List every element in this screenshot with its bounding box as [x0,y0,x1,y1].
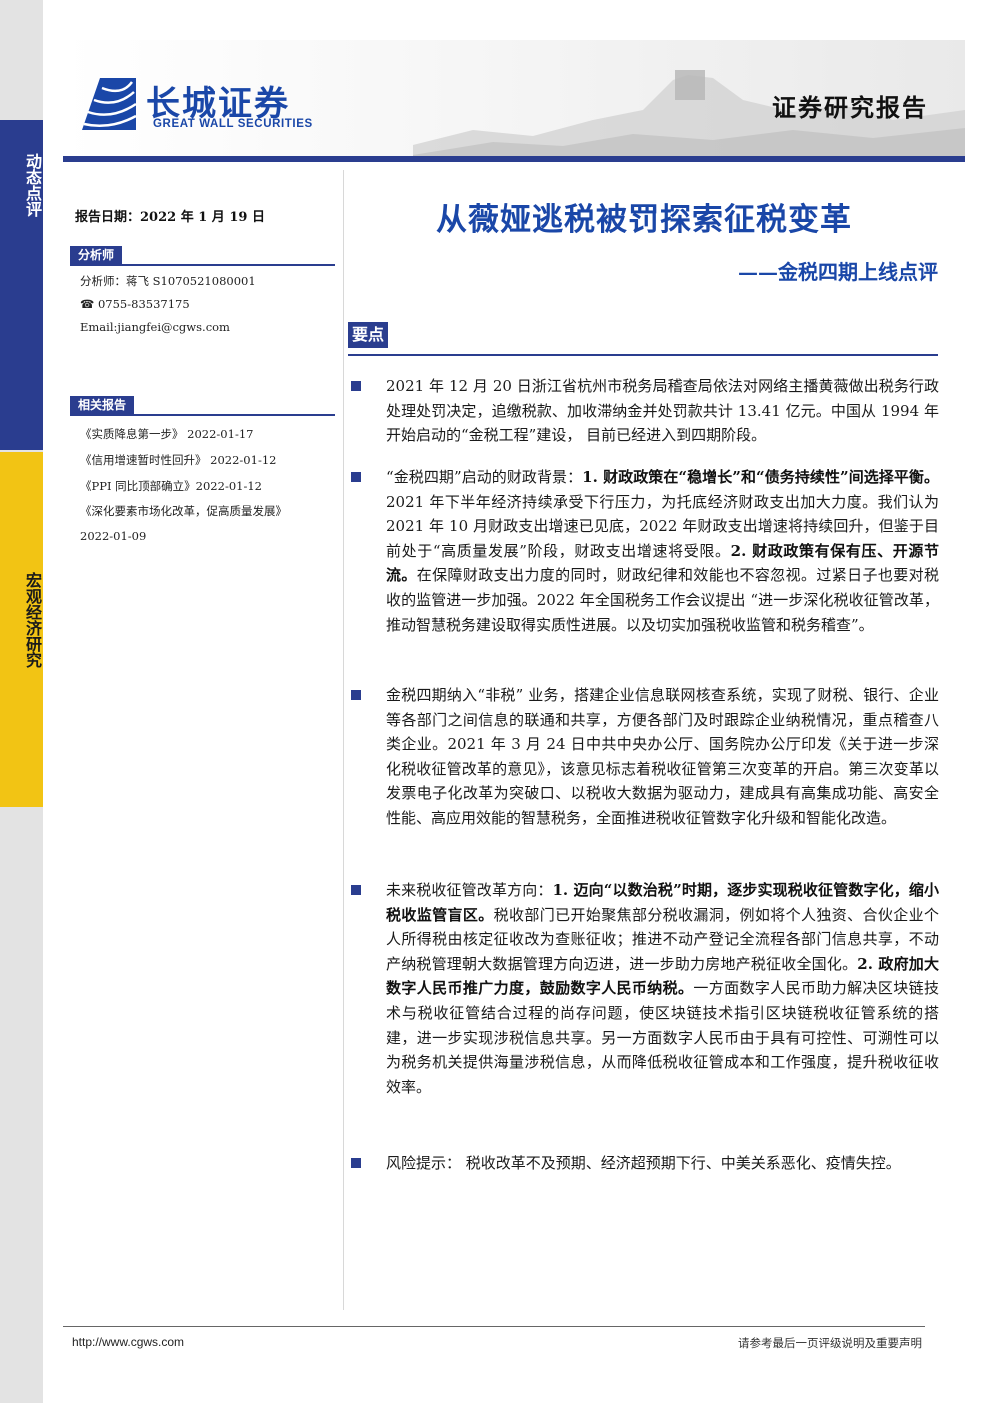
related-reports-label: 相关报告 [70,396,135,414]
report-date: 报告日期：2022 年 1 月 19 日 [75,210,265,225]
footer-disclaimer: 请参考最后一页评级说明及重要声明 [738,1336,922,1350]
keypoints-rule [348,354,938,356]
keypoint-text: “金税四期”启动的财政背景：1. 财政政策在“稳增长”和“债务持续性”间选择平衡… [386,465,939,637]
analyst-email[interactable]: Email:jiangfei@cgws.com [80,320,230,334]
bullet-square-icon [351,885,361,895]
analyst-section-label: 分析师 [70,246,123,264]
great-wall-illustration [413,70,965,160]
keypoint-bold-text: 1. 财政政策在“稳增长”和“债务持续性”间选择平衡。 [582,468,939,486]
bullet-square-icon [351,381,361,391]
report-type-label: 证券研究报告 [772,93,928,122]
great-wall-logo-icon [82,78,137,130]
header-divider-bar [63,156,965,162]
logo-chinese-name: 长城证券 [146,84,290,124]
analyst-name: 分析师：蒋飞 S1070521080001 [80,274,256,288]
keypoints-label: 要点 [348,322,389,348]
side-category-dynamic-review: 动态点评 [23,153,42,217]
logo-english-name: GREAT WALL SECURITIES [153,118,313,130]
keypoints-header: 要点 [348,322,938,356]
keypoint-bold-text: 2. 政府加大数字人民币推广力度，鼓励数字人民币纳税。 [386,954,939,998]
keypoint-text: 2021 年 12 月 20 日浙江省杭州市税务局稽查局依法对网络主播黄薇做出税… [386,377,939,445]
risk-warning-text: 风险提示： 税收改革不及预期、经济超预期下行、中美关系恶化、疫情失控。 [386,1154,901,1172]
column-divider [343,170,344,1310]
related-report-item[interactable]: 《信用增速暂时性回升》 2022-01-12 [80,453,277,467]
keypoint-text-lead: 未来税收征管改革方向： [386,881,553,899]
bullet-square-icon [351,690,361,700]
side-category-band-top [0,120,43,450]
analyst-phone: ☎ 0755-83537175 [80,297,190,311]
side-category-band-mid [0,452,43,807]
bullet-square-icon [351,472,361,482]
header-banner [63,40,965,162]
side-category-macro-research: 宏观经济研究 [23,572,42,668]
keypoint-bold-text: 1. 迈向“以数治税”时期，逐步实现税收征管数字化，缩小税收监管盲区。 [386,881,939,924]
keypoint-text-lead: “金税四期”启动的财政背景： [386,468,583,486]
keypoint-text-body: 税收部门已开始聚焦部分税收漏洞，例如将个人独资、合伙企业个人所得税由核定征收改为… [386,905,939,973]
keypoint-text: 未来税收征管改革方向：1. 迈向“以数治税”时期，逐步实现税收征管数字化，缩小税… [386,878,939,1099]
keypoint-text: 金税四期纳入“非税” 业务，搭建企业信息联网核查系统，实现了财税、银行、企业等各… [386,686,939,827]
bullet-square-icon [351,1158,361,1168]
report-subtitle: ——金税四期上线点评 [738,260,938,284]
analyst-section-header: 分析师 [70,244,335,266]
keypoint-text-body: 在保障财政支出力度的同时，财政纪律和效能也不容忽视。过紧日子也要对税收的监管进一… [386,566,939,634]
related-reports-header: 相关报告 [70,394,335,416]
related-report-item[interactable]: 《PPI 同比顶部确立》2022-01-12 [80,479,262,493]
keypoint-text-body: 2021 年下半年经济持续承受下行压力，为托底经济财政支出加大力度。我们认为 2… [386,492,939,560]
analyst-section-rule [70,264,335,266]
related-report-item[interactable]: 《深化要素市场化改革，促高质量发展》 [80,504,287,518]
keypoint-text-body: 一方面数字人民币助力解决区块链技术与税收征管结合过程的尚存问题，使区块链技术指引… [386,979,939,1096]
keypoint-bold-text: 2. 财政政策有保有压、开源节流。 [386,541,940,585]
related-report-item[interactable]: 《实质降息第一步》 2022-01-17 [80,427,254,441]
related-report-date: 2022-01-09 [80,529,147,543]
footer-url-link[interactable]: http://www.cgws.com [72,1335,185,1349]
report-title: 从薇娅逃税被罚探索征税变革 [436,202,852,238]
footer-rule [63,1326,925,1327]
related-reports-rule [70,414,335,416]
